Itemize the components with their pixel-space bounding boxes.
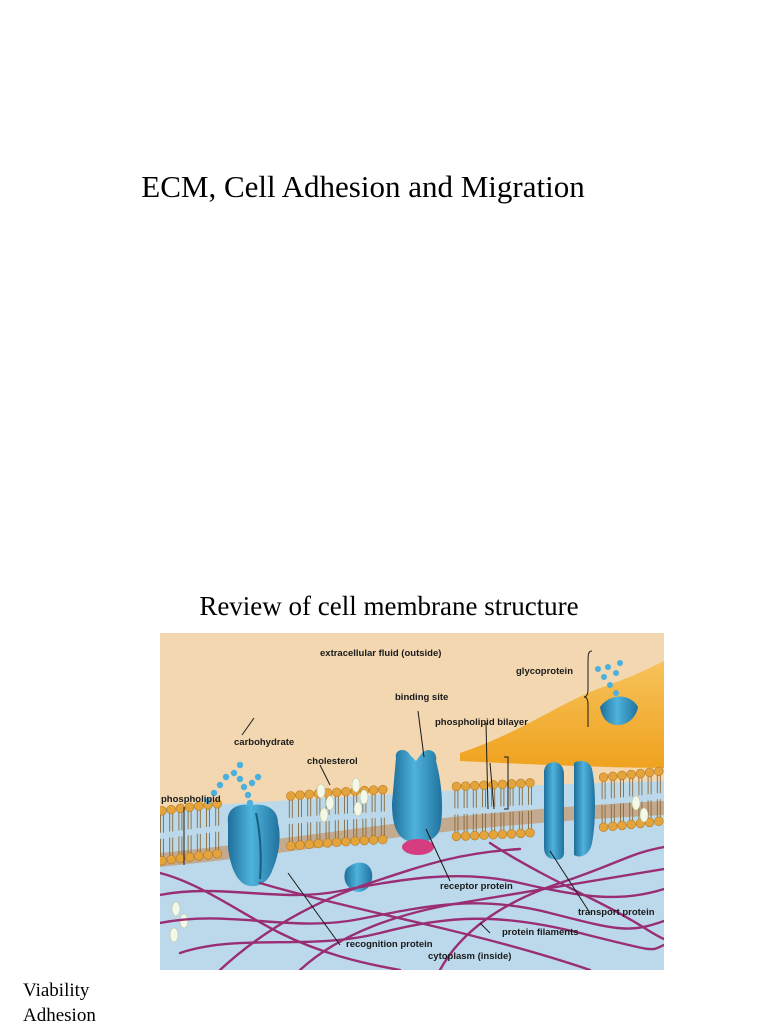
carbohydrate-chain	[204, 761, 262, 807]
slide-title: ECM, Cell Adhesion and Migration	[141, 169, 585, 204]
label-glycoprotein: glycoprotein	[516, 666, 573, 677]
label-protein-filaments: protein filaments	[502, 927, 579, 938]
receptor-protein	[392, 749, 443, 855]
cholesterol-molecules	[169, 777, 649, 943]
note-adhesion: Adhesion	[23, 1005, 96, 1026]
label-cholesterol: cholesterol	[307, 756, 358, 767]
figure-heading: Review of cell membrane structure	[199, 591, 579, 621]
transport-protein	[544, 761, 595, 860]
cell-membrane-diagram: extracellular fluid (outside) glycoprote…	[160, 633, 664, 970]
label-carbohydrate: carbohydrate	[234, 737, 294, 748]
pointer-lines	[183, 650, 593, 946]
label-transport-protein: transport protein	[578, 907, 655, 918]
label-receptor-protein: receptor protein	[440, 881, 513, 892]
label-phospholipid: phospholipid	[161, 794, 221, 805]
phospholipid-heads-inner	[160, 816, 664, 866]
label-binding-site: binding site	[395, 692, 448, 703]
glycoprotein	[595, 660, 638, 725]
recognition-protein	[227, 804, 280, 887]
slide-notes: Viability Adhesion	[23, 978, 96, 1028]
label-cytoplasm: cytoplasm (inside)	[428, 951, 511, 962]
cell-bulge	[460, 661, 664, 768]
label-extracellular-fluid: extracellular fluid (outside)	[320, 648, 441, 659]
note-viability: Viability	[23, 980, 90, 1001]
label-recognition-protein: recognition protein	[346, 939, 433, 950]
label-phospholipid-bilayer: phospholipid bilayer	[435, 717, 528, 728]
protein-filaments	[160, 841, 664, 970]
